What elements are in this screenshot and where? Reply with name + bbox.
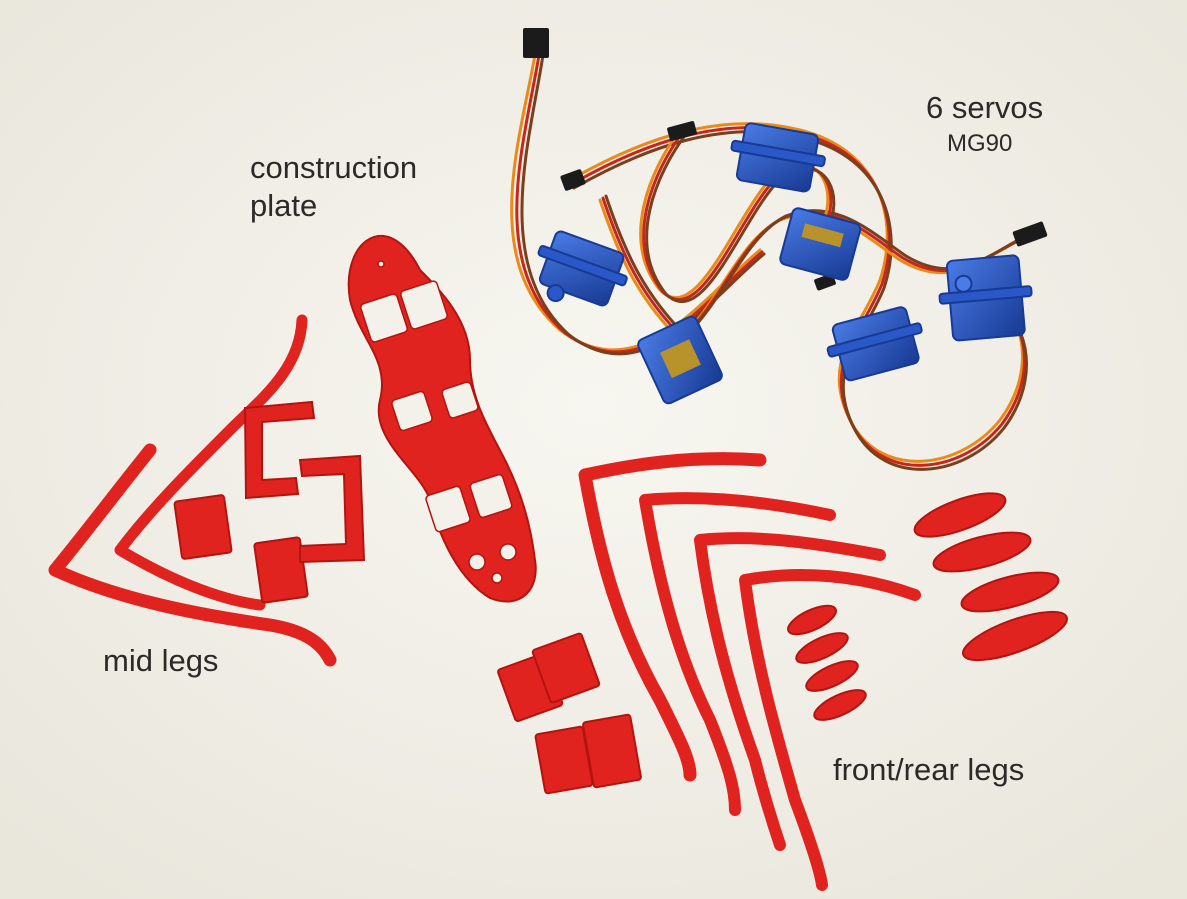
servo-bracket [531, 632, 601, 704]
servo-motor [730, 122, 826, 193]
horn-cover [805, 660, 859, 692]
front-rear-legs [578, 452, 921, 891]
horn-cover [913, 492, 1007, 538]
mid-legs [48, 314, 337, 667]
wire-bundle-4 [639, 128, 836, 304]
servo-motor [537, 230, 628, 307]
servo-motor [637, 315, 723, 405]
front-rear-leg-part [739, 569, 921, 891]
label-plate-line2: plate [250, 188, 318, 223]
label-servo-count: 6 servos [926, 90, 1044, 125]
servo-motor [938, 254, 1033, 342]
horn-cover [787, 604, 837, 636]
horn-cover [795, 632, 849, 664]
servo-wires [510, 53, 1028, 471]
servo-bracket [253, 536, 309, 604]
label-servo-model: MG90 [947, 130, 1013, 157]
horn-cover [813, 689, 867, 721]
mid-leg-brackets [173, 400, 366, 604]
label-front-rear-legs: front/rear legs [833, 752, 1025, 787]
horn-cover [962, 610, 1068, 662]
servo-bracket [582, 713, 642, 789]
servo-bracket [298, 454, 366, 564]
front-rear-leg-part [639, 492, 836, 816]
front-rear-brackets [497, 632, 642, 795]
servo-motor [779, 207, 862, 281]
mid-leg-part [48, 443, 337, 667]
servo-motor [826, 306, 923, 382]
servo-bracket [173, 494, 233, 560]
mid-leg-part [114, 314, 308, 611]
connector-plug [667, 121, 697, 141]
label-mid-legs: mid legs [103, 643, 219, 678]
front-rear-leg-part [694, 532, 886, 851]
connector-plug [1012, 221, 1048, 247]
label-plate-line1: construction [250, 150, 418, 185]
connector-plug [523, 28, 549, 58]
horn-cover [960, 571, 1060, 613]
construction-plate [347, 234, 537, 603]
horn-cover [932, 531, 1032, 573]
connector-plug [560, 169, 586, 191]
servo-bracket [243, 400, 316, 500]
servo-horn-covers [787, 492, 1068, 721]
front-rear-leg-part [578, 452, 767, 782]
servo-motors [537, 122, 1033, 405]
